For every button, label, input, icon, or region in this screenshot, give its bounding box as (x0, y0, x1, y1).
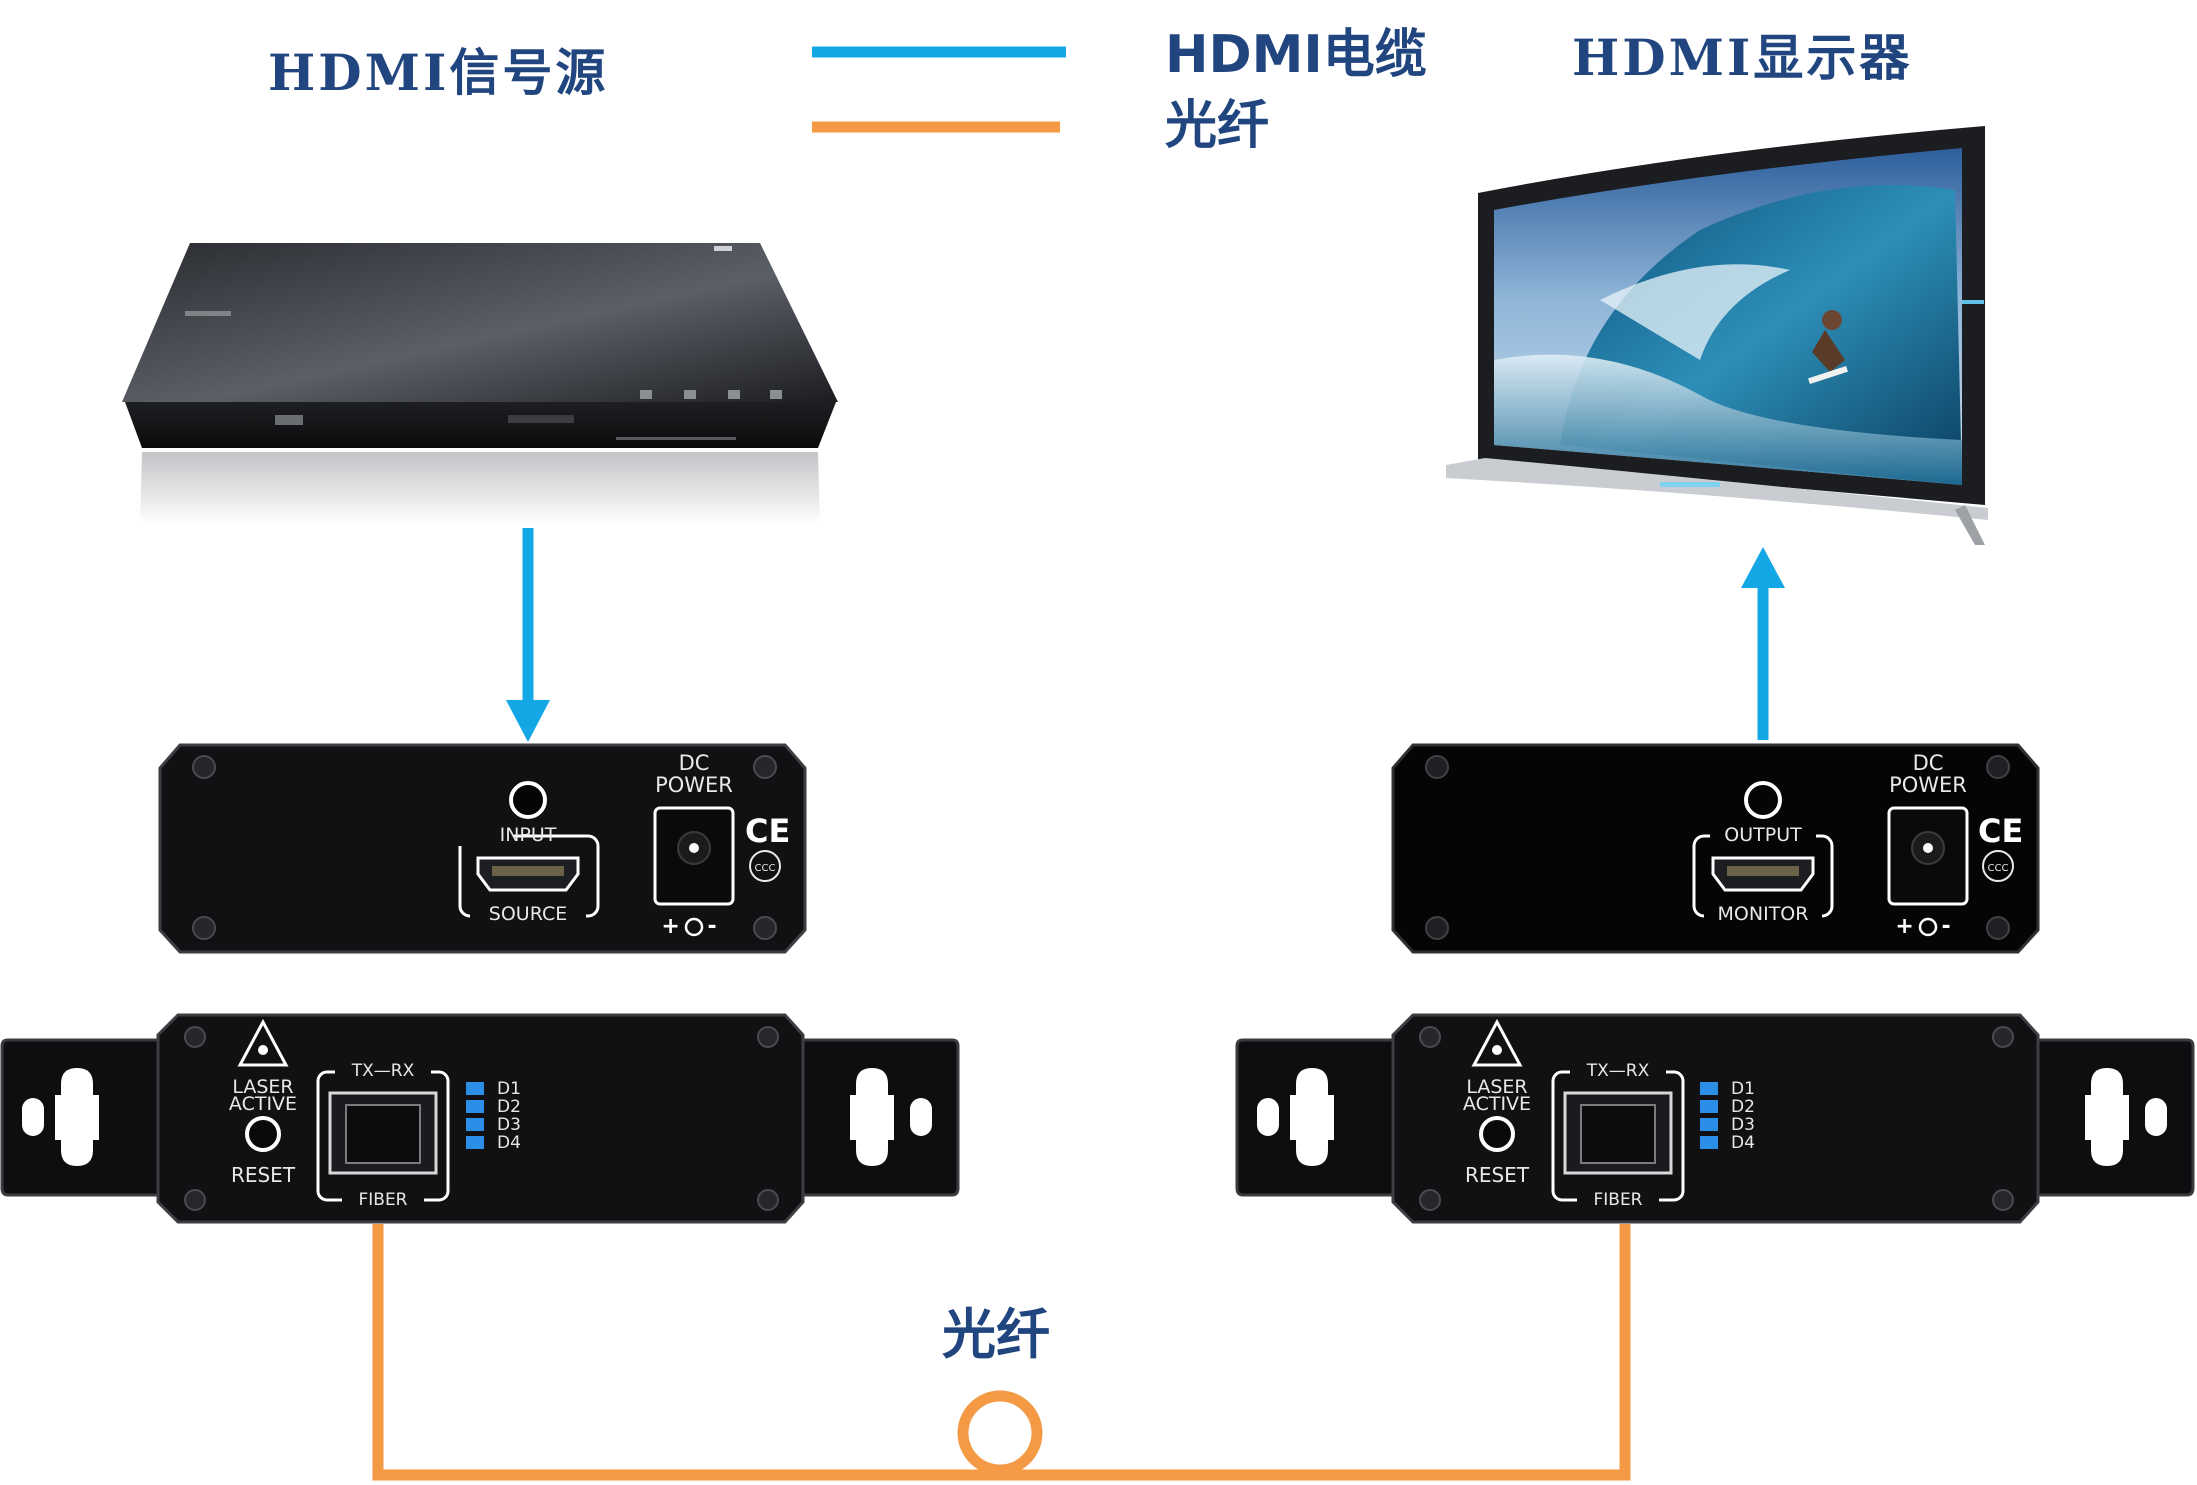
transmitter-ccc-mark (749, 850, 781, 882)
receiver-polarity-symbol (1918, 917, 1938, 937)
rx-led-d3 (1700, 1118, 1718, 1131)
receiver-power-l1: DC (1913, 751, 1944, 775)
rx-laser-label-2: ACTIVE (1463, 1093, 1531, 1115)
fiber-bottom-label: 光纤 (942, 1302, 1050, 1366)
hdmi-arrow-down (506, 700, 550, 742)
receiver-polarity: + - (1895, 914, 1960, 939)
rx-led-label-d4: D4 (1731, 1133, 1755, 1153)
transmitter-power-l2: POWER (655, 773, 733, 797)
rx-led-label-d1: D1 (1731, 1079, 1755, 1099)
tx-led-d4 (466, 1136, 484, 1149)
transmitter-port-top: INPUT (500, 824, 557, 846)
tx-led-d2 (466, 1100, 484, 1113)
tx-led-d1 (466, 1082, 484, 1095)
receiver-port-bottom: MONITOR (1718, 903, 1809, 925)
receiver-ir-jack (1744, 781, 1782, 819)
rx-reset-label: RESET (1465, 1163, 1530, 1187)
display-label: HDMI显示器 (1572, 28, 1912, 87)
receiver-power-l2: POWER (1889, 773, 1967, 797)
blu-ray-player (122, 243, 838, 525)
receiver-ce-mark: CE (1978, 812, 2023, 850)
rx-laser-label-1: LASER (1466, 1076, 1527, 1098)
tx-led-label-d3: D3 (497, 1115, 521, 1135)
rx-reset-button[interactable] (1479, 1116, 1515, 1152)
fiber-coil (957, 1390, 1043, 1476)
hdmi-arrow-up (1741, 547, 1785, 588)
tx-led-d3 (466, 1118, 484, 1131)
rx-led-d1 (1700, 1082, 1718, 1095)
rx-led-d4 (1700, 1136, 1718, 1149)
svg-text:CCC: CCC (1988, 863, 2009, 874)
transmitter-power-l1: DC (679, 751, 710, 775)
legend-fiber-label: 光纤 (1165, 95, 1269, 156)
laser-warning-icon (237, 1018, 289, 1067)
laser-warning-icon (1471, 1018, 1523, 1067)
legend-hdmi-label: HDMI电缆 (1165, 25, 1427, 85)
source-label: HDMI信号源 (268, 43, 608, 102)
transmitter-ce-mark: CE (745, 812, 790, 850)
tx-txrx-label: TX—RX (351, 1061, 415, 1081)
tx-led-label-d1: D1 (497, 1079, 521, 1099)
svg-text:CCC: CCC (755, 863, 776, 874)
transmitter-polarity-symbol (684, 917, 704, 937)
tx-led-label-d4: D4 (497, 1133, 521, 1153)
receiver-ccc-mark (1982, 850, 2014, 882)
transmitter-port-bottom: SOURCE (489, 903, 567, 925)
transmitter-ir-jack (509, 781, 547, 819)
rx-led-group: D1 D2 D3 D4 (1700, 1079, 1755, 1153)
rx-txrx-label: TX—RX (1586, 1061, 1650, 1081)
curved-tv (1446, 126, 1988, 545)
rx-led-label-d3: D3 (1731, 1115, 1755, 1135)
tx-led-label-d2: D2 (497, 1097, 521, 1117)
receiver-hdmi-panel: OUTPUT MONITOR DC POWER CE CCC + - (1391, 743, 2040, 954)
transmitter-hdmi-panel: INPUT SOURCE DC POWER CE CCC + - (158, 743, 807, 954)
tx-laser-label-2: ACTIVE (229, 1093, 297, 1115)
tx-led-group: D1 D2 D3 D4 (466, 1079, 521, 1153)
rx-led-label-d2: D2 (1731, 1097, 1755, 1117)
receiver-fiber-panel: LASER ACTIVE RESET TX—RX FIBER D1 D2 D3 … (1235, 1013, 2195, 1224)
transmitter-fiber-panel: LASER ACTIVE RESET TX—RX FIBER D1 D2 D3 … (0, 1013, 960, 1224)
rx-fiber-label: FIBER (1593, 1190, 1642, 1210)
receiver-port-top: OUTPUT (1724, 824, 1802, 846)
rx-led-d2 (1700, 1100, 1718, 1113)
tx-reset-label: RESET (231, 1163, 296, 1187)
tx-fiber-label: FIBER (358, 1190, 407, 1210)
tx-laser-label-1: LASER (232, 1076, 293, 1098)
tx-reset-button[interactable] (245, 1116, 281, 1152)
transmitter-polarity: + - (661, 914, 726, 939)
